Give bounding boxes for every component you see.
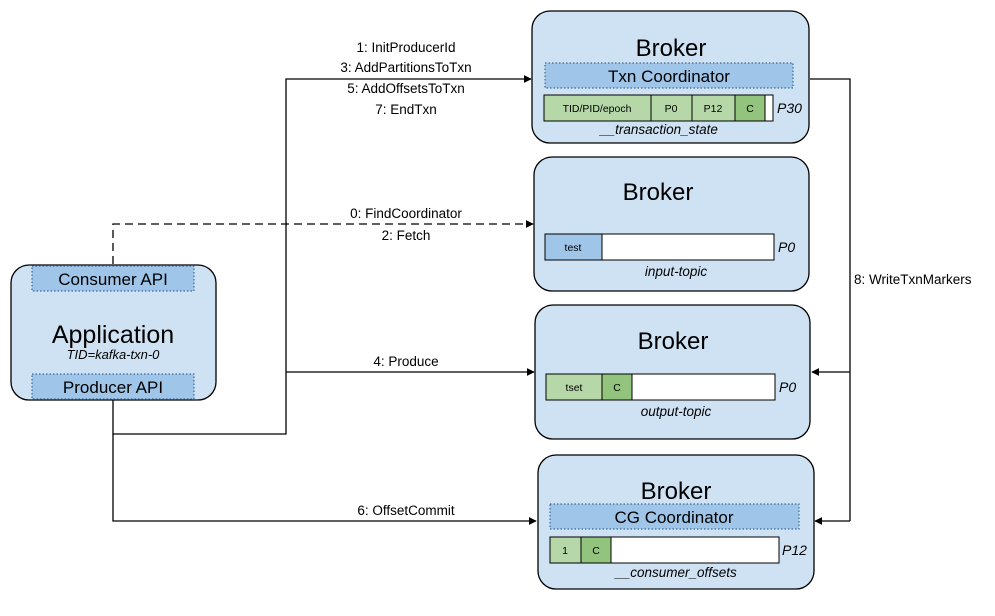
broker-input-topic: Broker test P0 input-topic bbox=[533, 156, 810, 292]
application-title: Application bbox=[52, 321, 174, 349]
topic-name: input-topic bbox=[645, 264, 708, 279]
broker-txn-coordinator: Broker Txn Coordinator TID/PID/epoch P0 … bbox=[531, 10, 810, 144]
consumer-api-label: Consumer API bbox=[58, 270, 168, 289]
edge-offset-commit bbox=[112, 434, 537, 525]
segment-label: 1 bbox=[562, 545, 568, 557]
segment-test bbox=[544, 233, 603, 261]
partition-id: P0 bbox=[778, 239, 795, 255]
segment-label: test bbox=[565, 242, 582, 254]
broker-cg-coordinator: Broker CG Coordinator 1 C P12 __consumer… bbox=[537, 454, 815, 590]
segment-commit bbox=[734, 94, 766, 122]
segment-label: TID/PID/epoch bbox=[563, 103, 632, 115]
segment-commit bbox=[601, 373, 633, 401]
segment-tset bbox=[545, 373, 603, 401]
txn-coordinator-box bbox=[544, 62, 794, 89]
label-write-txn-markers: 8: WriteTxnMarkers bbox=[854, 272, 972, 287]
topic-name: __transaction_state bbox=[598, 122, 718, 137]
segment-label: P0 bbox=[665, 103, 678, 115]
segment-p0 bbox=[650, 94, 693, 122]
consumer-api-box bbox=[31, 265, 195, 292]
edge-consumer-requests bbox=[112, 220, 534, 264]
edge-txn-requests bbox=[112, 75, 532, 435]
partition-id: P12 bbox=[782, 542, 807, 558]
txn-coordinator-label: Txn Coordinator bbox=[608, 67, 730, 86]
segment-label: C bbox=[613, 382, 621, 394]
cg-coordinator-label: CG Coordinator bbox=[614, 508, 733, 527]
label-produce: 4: Produce bbox=[373, 354, 438, 369]
broker-title: Broker bbox=[636, 35, 707, 62]
cg-coordinator-box bbox=[549, 503, 800, 530]
segment-label: C bbox=[592, 545, 600, 557]
topic-name: output-topic bbox=[641, 404, 712, 419]
broker-title: Broker bbox=[641, 478, 712, 505]
producer-api-box bbox=[31, 373, 195, 400]
label-add-partitions: 3: AddPartitionsToTxn bbox=[340, 60, 471, 75]
producer-api-label: Producer API bbox=[63, 378, 163, 397]
partition-id: P30 bbox=[777, 100, 802, 116]
application-node: Consumer API Application TID=kafka-txn-0… bbox=[10, 264, 217, 401]
label-find-coordinator: 0: FindCoordinator bbox=[350, 206, 462, 221]
partition-id: P0 bbox=[779, 379, 796, 395]
segment-p12 bbox=[691, 94, 736, 122]
segment-commit bbox=[580, 536, 612, 564]
segment-label: P12 bbox=[704, 103, 723, 115]
label-add-offsets: 5: AddOffsetsToTxn bbox=[347, 81, 465, 96]
edge-write-markers bbox=[810, 78, 851, 521]
segment-label: tset bbox=[566, 382, 583, 394]
label-offset-commit: 6: OffsetCommit bbox=[357, 503, 455, 518]
topic-name: __consumer_offsets bbox=[613, 565, 737, 580]
broker-title: Broker bbox=[638, 328, 709, 355]
label-init-producer-id: 1: InitProducerId bbox=[356, 40, 455, 55]
segment-label: C bbox=[746, 103, 754, 115]
application-tid: TID=kafka-txn-0 bbox=[67, 347, 161, 362]
label-end-txn: 7: EndTxn bbox=[375, 102, 437, 117]
broker-output-topic: Broker tset C P0 output-topic bbox=[534, 304, 811, 440]
segment-offset bbox=[549, 536, 582, 564]
segment-tid-pid-epoch bbox=[543, 94, 652, 122]
label-fetch: 2: Fetch bbox=[382, 228, 431, 243]
broker-title: Broker bbox=[623, 179, 694, 206]
